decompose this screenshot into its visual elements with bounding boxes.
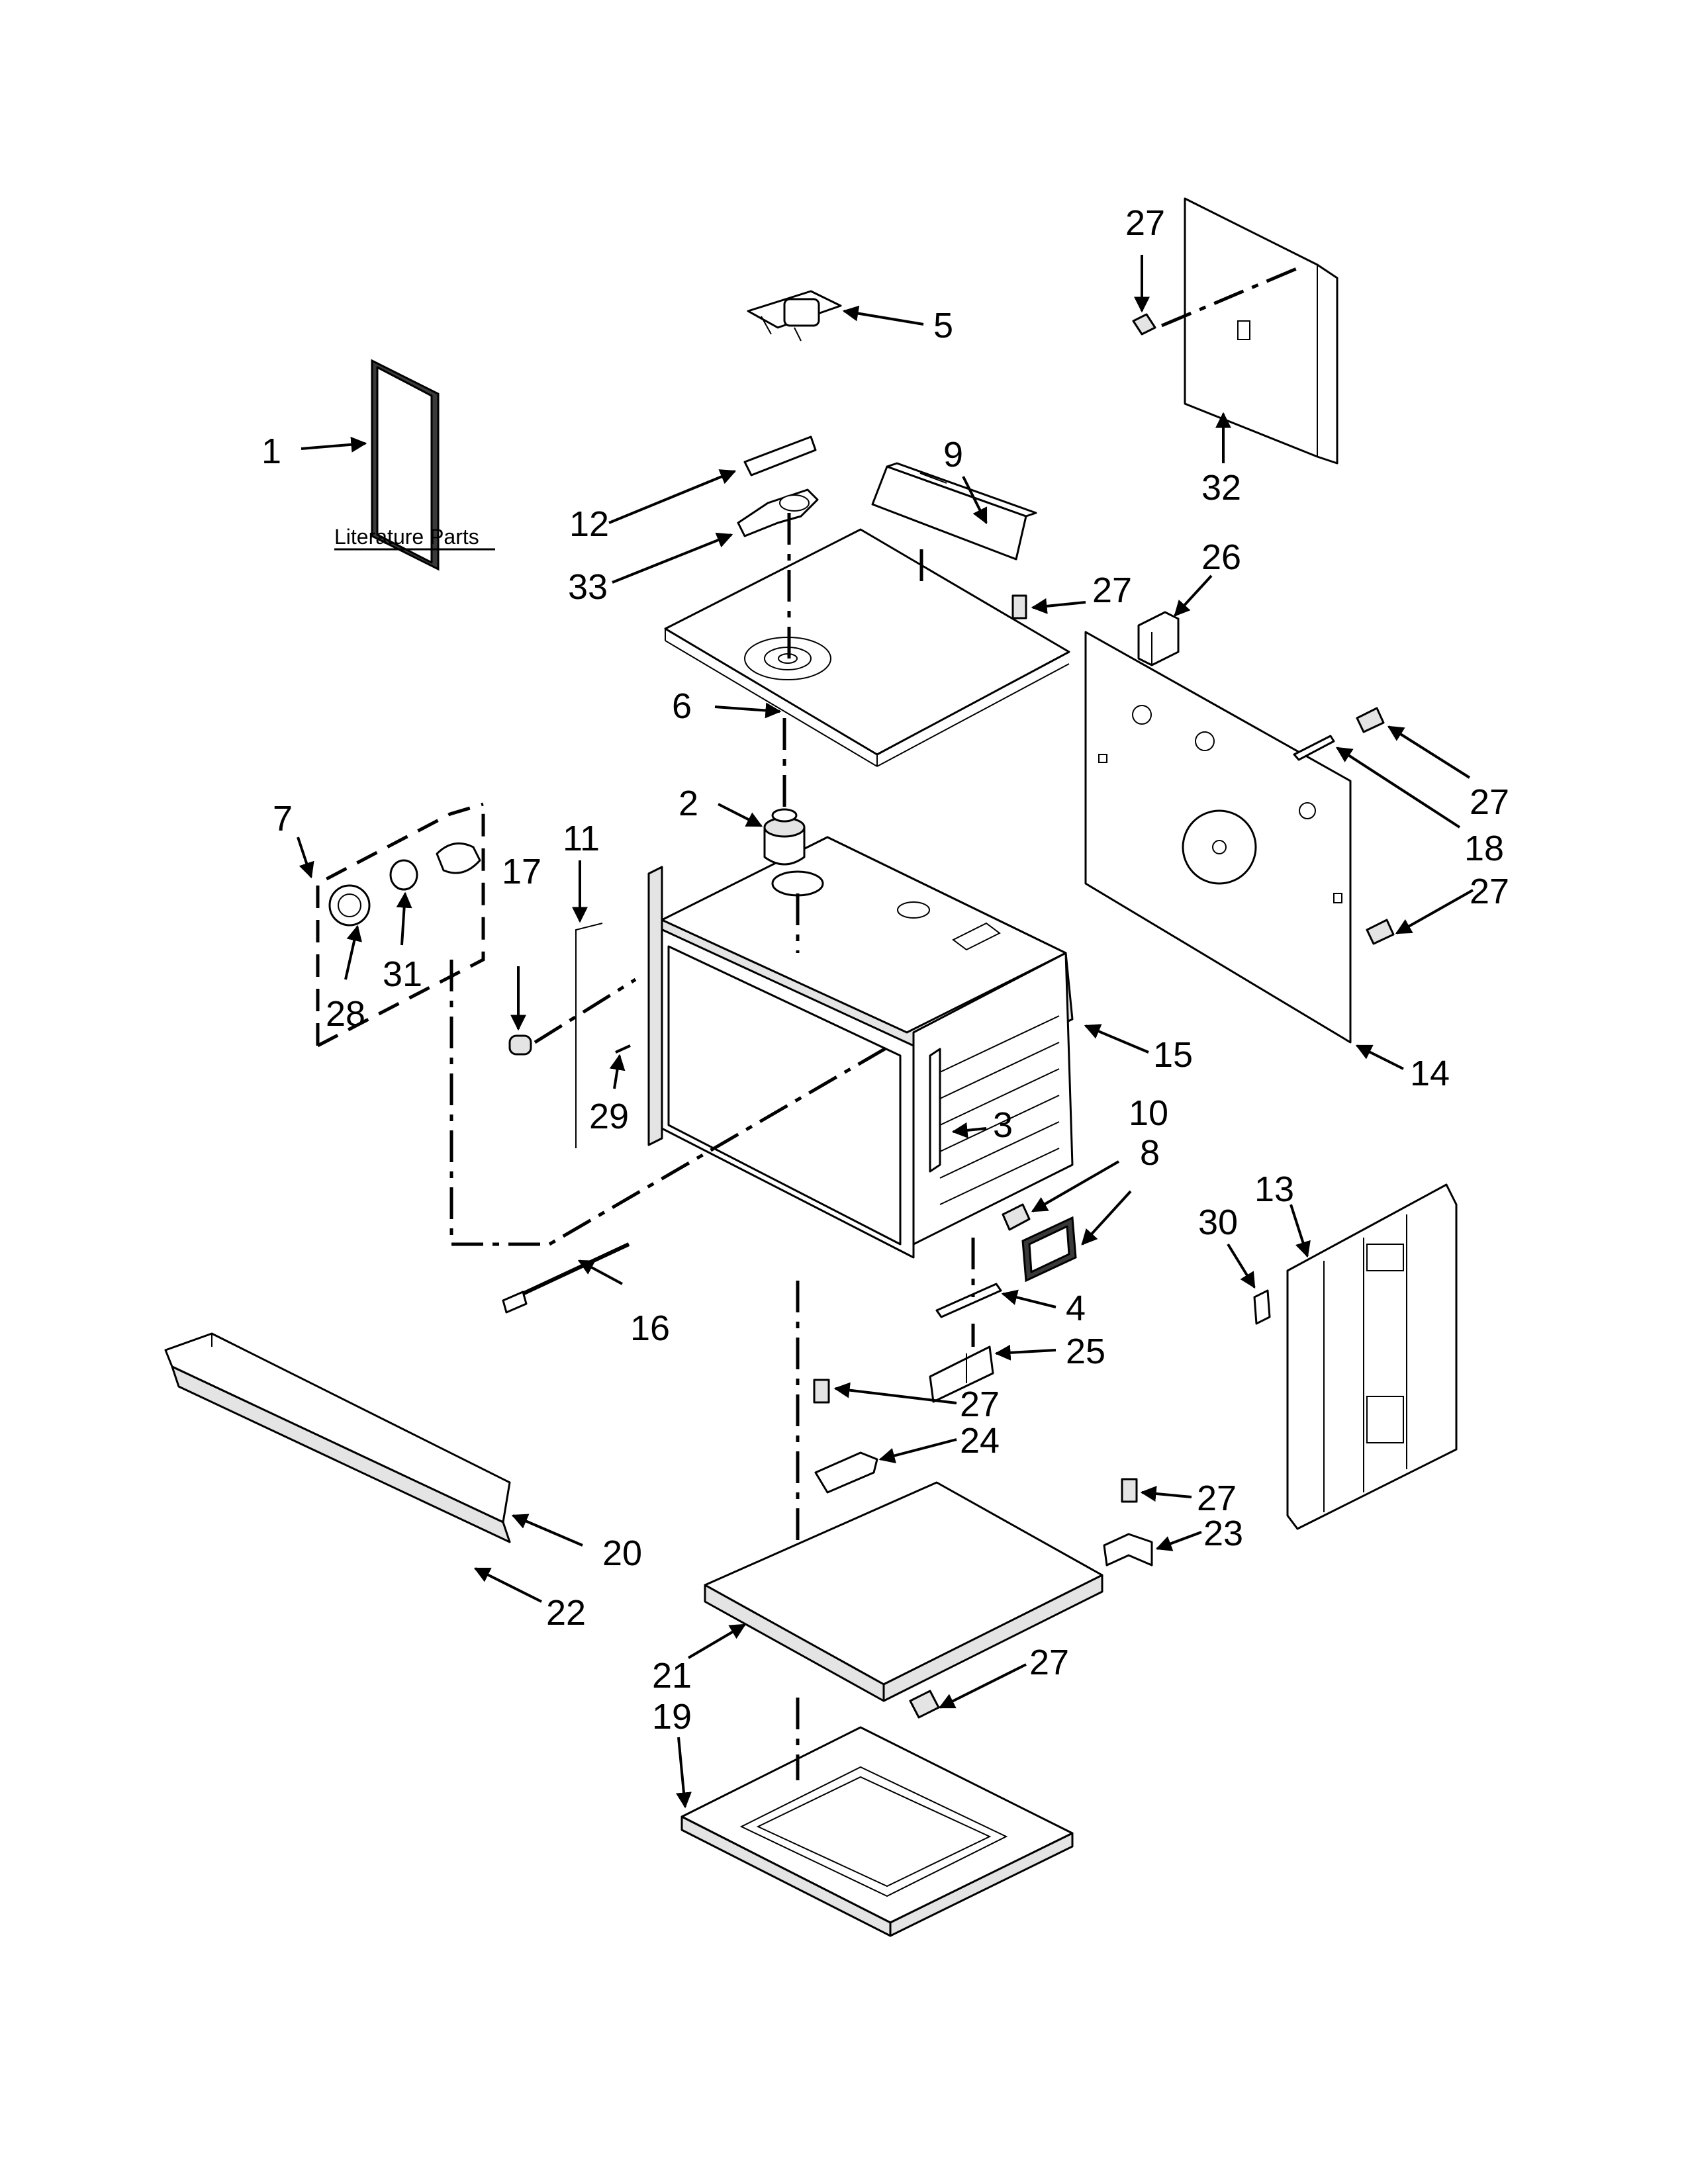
- part-13-side-panel: [1286, 1183, 1458, 1530]
- part-6-top-panel: [664, 528, 1070, 767]
- callout-8: 8: [1140, 1133, 1160, 1173]
- part-18-bracket: [1293, 735, 1335, 761]
- assembly-lines: [449, 264, 1303, 1780]
- callout-27-b: 27: [1092, 570, 1132, 610]
- callout-labels: 1 2 3 4 5 6 7 8 9 10 11 12 13 14 15 16 1…: [261, 203, 1509, 1737]
- callout-9: 9: [943, 435, 963, 475]
- callout-27-d: 27: [1470, 872, 1509, 911]
- part-2-fan: [763, 808, 806, 866]
- screw-27-e: [813, 1379, 830, 1404]
- callout-30: 30: [1198, 1203, 1238, 1242]
- screw-27-a: [1132, 313, 1156, 336]
- callout-7: 7: [273, 799, 293, 839]
- callout-15: 15: [1153, 1035, 1193, 1075]
- part-17-grommet: [508, 1034, 532, 1056]
- callout-19: 19: [652, 1697, 692, 1737]
- callout-5: 5: [933, 306, 953, 345]
- part-25-bracket: [929, 1345, 994, 1403]
- leader-lines: [297, 255, 1474, 1809]
- part-26-bracket: [1137, 611, 1180, 666]
- screw-27-f: [1121, 1478, 1138, 1503]
- part-10-screw: [1002, 1203, 1031, 1231]
- callout-32: 32: [1201, 468, 1241, 508]
- part-33-bracket: [737, 488, 819, 537]
- callout-28: 28: [326, 994, 365, 1034]
- part-7-group-box: [316, 802, 485, 1048]
- literature-parts-label: Literature Parts: [334, 525, 479, 549]
- callout-27-f: 27: [1197, 1479, 1237, 1518]
- callout-23: 23: [1203, 1514, 1243, 1553]
- callout-16: 16: [630, 1308, 670, 1348]
- callout-27-c: 27: [1470, 782, 1509, 822]
- callout-22: 22: [546, 1593, 586, 1633]
- part-11-gasket: [575, 923, 603, 1148]
- callout-27-a: 27: [1125, 203, 1165, 243]
- part-30-clip: [1253, 1289, 1271, 1325]
- callout-14: 14: [1410, 1054, 1450, 1093]
- screw-27-d: [1366, 919, 1395, 945]
- part-9-vent: [871, 462, 1037, 561]
- part-24-bracket: [814, 1451, 878, 1494]
- callout-4: 4: [1066, 1289, 1086, 1328]
- part-3-slide: [929, 1048, 941, 1173]
- callout-29: 29: [589, 1097, 629, 1136]
- callout-3: 3: [993, 1105, 1013, 1145]
- callout-13: 13: [1254, 1169, 1294, 1209]
- part-8-grille: [1021, 1216, 1077, 1283]
- part-32-rear-panel: [1184, 197, 1338, 465]
- part-12-bracket: [743, 435, 817, 477]
- callout-21: 21: [652, 1656, 692, 1696]
- callout-18: 18: [1464, 829, 1504, 868]
- part-4-bracket: [935, 1283, 1002, 1318]
- part-16-sensor: [502, 1242, 630, 1314]
- part-1-literature: [371, 359, 440, 571]
- part-29-screw: [615, 1044, 631, 1054]
- callout-12: 12: [569, 504, 609, 544]
- callout-24: 24: [960, 1421, 1000, 1461]
- callout-11: 11: [563, 819, 600, 858]
- callout-33: 33: [568, 567, 608, 607]
- callout-27-g: 27: [1029, 1643, 1069, 1682]
- part-22-trim: [171, 1365, 511, 1543]
- callout-31: 31: [383, 954, 422, 994]
- part-7-light-assembly: [328, 842, 481, 927]
- part-20-trim: [164, 1332, 511, 1524]
- part-19-oven-bottom: [680, 1726, 1074, 1937]
- screw-27-c: [1356, 707, 1385, 733]
- callout-6: 6: [672, 686, 692, 726]
- callout-1: 1: [261, 432, 281, 471]
- callout-17: 17: [502, 852, 541, 891]
- part-21-bottom-panel: [704, 1481, 1103, 1702]
- callout-2: 2: [679, 784, 698, 823]
- part-14-rear-wall: [1084, 631, 1352, 1044]
- callout-10: 10: [1129, 1093, 1168, 1133]
- oven-cavity: [647, 836, 1074, 1259]
- callout-26: 26: [1201, 537, 1241, 577]
- part-23-bracket: [1103, 1533, 1153, 1567]
- part-5-component: [747, 290, 842, 341]
- callout-20: 20: [602, 1533, 642, 1573]
- screw-27-g: [909, 1690, 940, 1719]
- screw-27-b: [1011, 594, 1027, 619]
- callout-25: 25: [1066, 1332, 1105, 1371]
- callout-27-e: 27: [960, 1385, 1000, 1424]
